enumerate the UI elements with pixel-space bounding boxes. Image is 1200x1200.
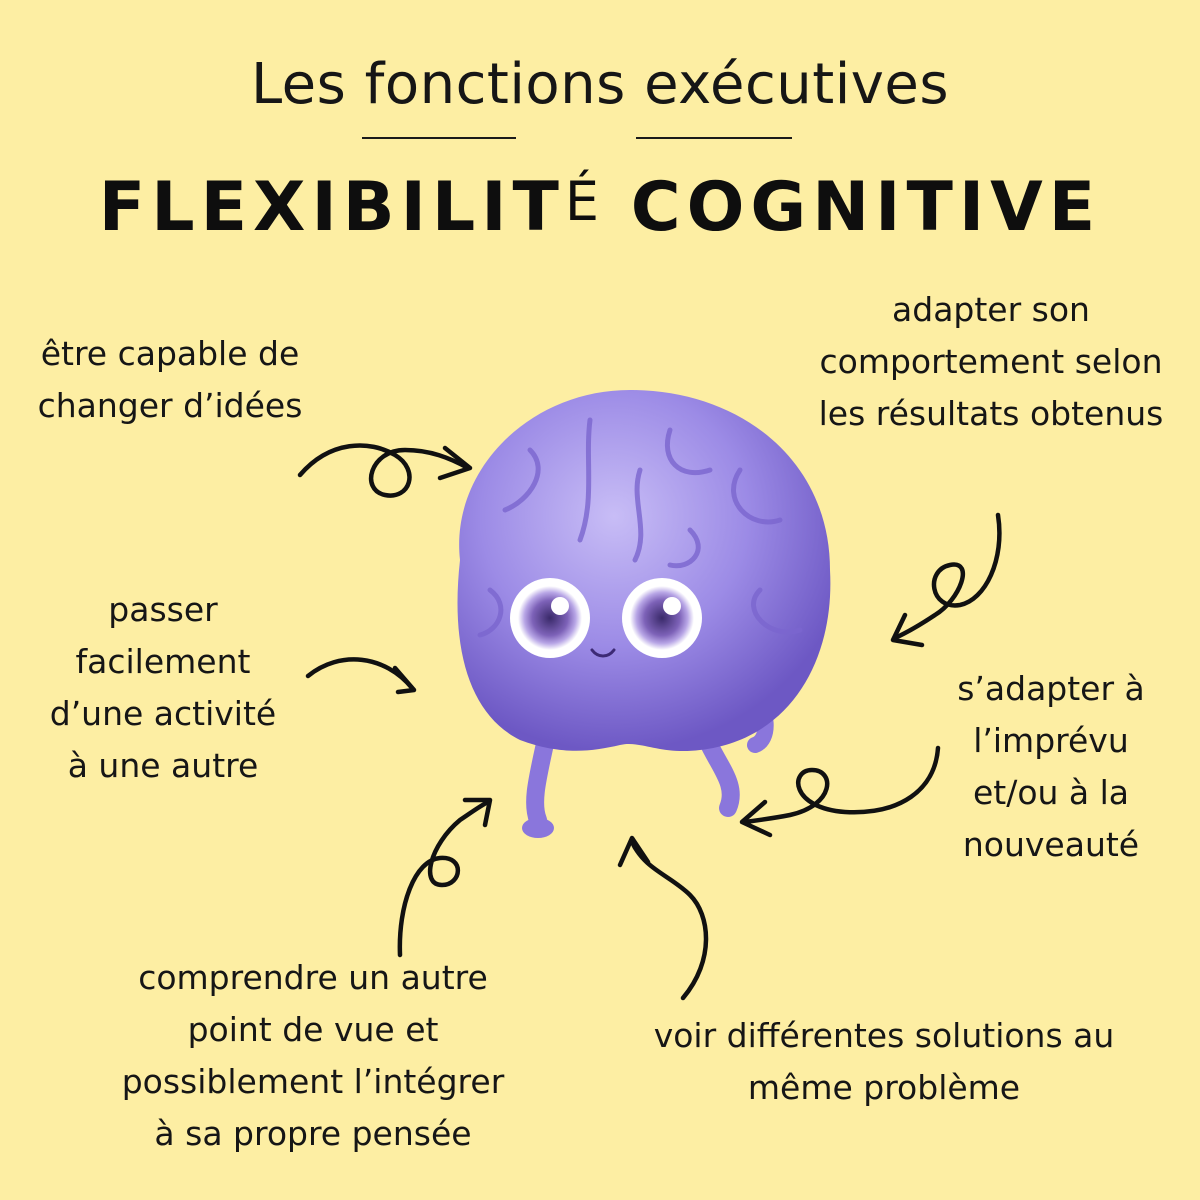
arrow-top-right-head bbox=[890, 612, 925, 648]
arrow-top-right bbox=[892, 512, 1002, 641]
label-mid-right: s’adapter à l’imprévu et/ou à la nouveau… bbox=[957, 669, 1145, 864]
title-underline-left bbox=[362, 137, 516, 139]
brain-character-icon bbox=[457, 390, 831, 838]
title-part-2: COGNITIVE bbox=[630, 168, 1102, 247]
arrow-top-left bbox=[297, 443, 471, 498]
title-accent-letter: É bbox=[564, 170, 602, 233]
label-top-right: adapter son comportement selon les résul… bbox=[818, 290, 1164, 433]
label-mid-left: passer facilement d’une activité à une a… bbox=[49, 590, 277, 785]
arrow-bottom-right-head bbox=[617, 835, 651, 868]
arrow-top-left-head bbox=[437, 445, 473, 481]
arrow-mid-left bbox=[305, 657, 415, 691]
title-part-1: FLEXIBILIT bbox=[98, 168, 565, 247]
arrow-bottom-left bbox=[397, 799, 491, 958]
page-subtitle: Les fonctions exécutives bbox=[250, 52, 950, 117]
arrow-mid-right bbox=[742, 745, 941, 825]
label-bottom-left: comprendre un autre point de vue et poss… bbox=[121, 958, 505, 1153]
label-top-left: être capable de changer d’idées bbox=[37, 334, 303, 425]
arrow-mid-right-head bbox=[739, 799, 773, 838]
title-underline-right bbox=[636, 137, 792, 139]
arrow-mid-left-head bbox=[392, 665, 417, 695]
page-title: FLEXIBILITÉ COGNITIVE bbox=[0, 168, 1200, 247]
arrow-bottom-left-head bbox=[462, 797, 493, 828]
arrow-bottom-right bbox=[629, 839, 709, 1001]
label-bottom-right: voir différentes solutions au même probl… bbox=[653, 1016, 1115, 1107]
